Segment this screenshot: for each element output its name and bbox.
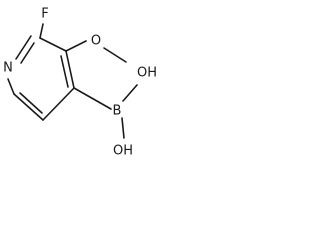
bond-c2-f (39, 23, 44, 39)
bond-n-c2 (15, 35, 32, 60)
bond-c3-o (65, 40, 87, 52)
fluorine-label: F (41, 7, 48, 22)
bond-c4-b (73, 87, 112, 110)
nitrogen-label: N (3, 61, 13, 76)
bond-c5-c6 (13, 93, 44, 121)
chemical-structure: F N O B OH OH (3, 7, 157, 159)
bond-c3-c4 (65, 50, 75, 89)
boron-label: B (113, 104, 122, 119)
bond-c2-c3 (39, 37, 67, 52)
bond-c6-n (7, 78, 15, 95)
methoxy-oxygen-label: O (91, 34, 101, 49)
double-bond-n-c2 (20, 42, 35, 64)
bond-b-oh1 (122, 84, 138, 102)
hydroxyl-top-label: OH (137, 66, 157, 81)
bond-c4-c5 (42, 87, 75, 121)
bond-o-ch3 (103, 47, 127, 63)
double-bond-c5-c6 (19, 92, 43, 114)
hydroxyl-bottom-label: OH (113, 144, 133, 159)
bond-b-oh2 (121, 117, 125, 139)
double-bond-c3-c4 (60, 55, 69, 88)
